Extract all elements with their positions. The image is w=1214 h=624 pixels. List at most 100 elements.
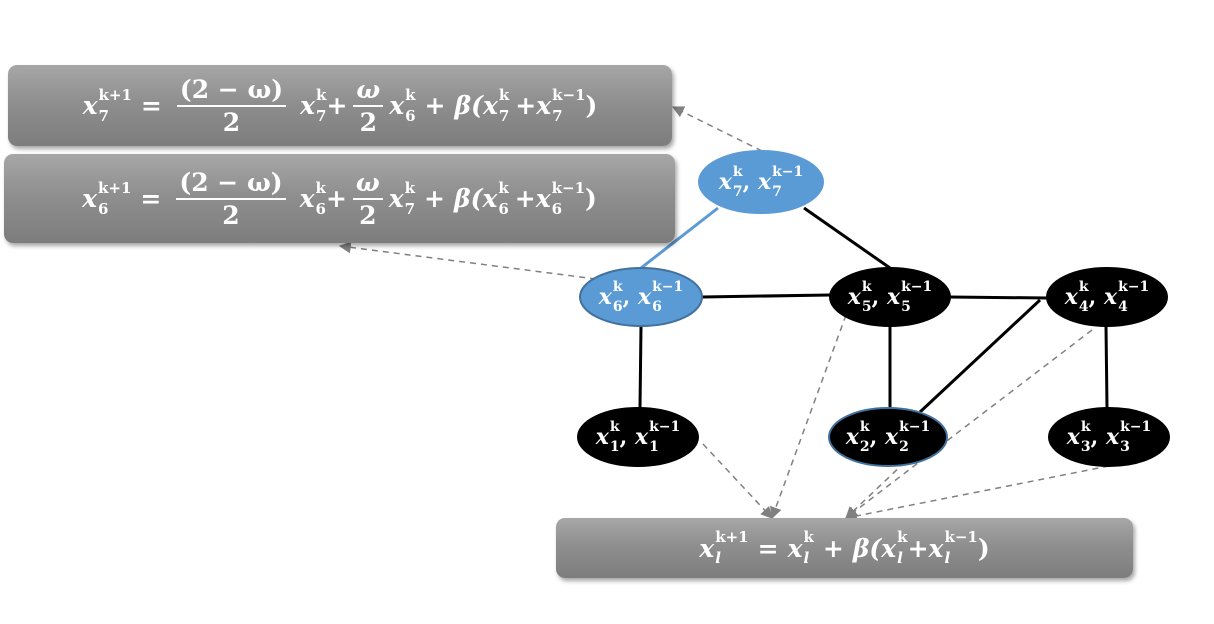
- eq7-term2-sub: 6: [405, 106, 416, 125]
- node-x1-term2-sub: 1: [649, 439, 659, 455]
- eq6-term1-var: x: [299, 184, 315, 213]
- eq7-fraction-2: ω 2: [353, 75, 384, 137]
- edge-n5-n4: [949, 295, 1048, 300]
- eq7-term2-sup: k: [405, 85, 416, 104]
- eq7-lhs-sup: k+1: [98, 85, 132, 104]
- node-x6: [579, 267, 703, 327]
- eq7-term4-var: x: [536, 91, 552, 120]
- eql-beta: β(: [852, 533, 882, 563]
- edge-n6-n1: [638, 325, 643, 409]
- node-x3-var-2: x: [1105, 424, 1120, 450]
- eq6-equals: =: [140, 184, 162, 213]
- eq7-term2-var: x: [389, 91, 405, 120]
- eq6-term3-sup: k: [498, 178, 509, 197]
- node-x7-term1-sup: k: [732, 164, 743, 180]
- node-x6-term1-sub: 6: [612, 299, 623, 315]
- eq6-term4-sub: 6: [551, 199, 563, 218]
- node-x5-var-1: x: [847, 284, 861, 310]
- eql-equals: =: [757, 533, 779, 563]
- node-x5-term1-sub: 5: [861, 299, 872, 315]
- eq7-equals: =: [140, 91, 162, 120]
- eq6-term1-sup: k: [315, 178, 326, 197]
- node-label-separator: ,: [1088, 284, 1104, 310]
- eql-term1-sup: k: [803, 528, 814, 546]
- eq7-lhs-var: x: [82, 91, 98, 120]
- node-x1-term2-sup: k−1: [649, 419, 681, 435]
- eql-term2-var: x: [881, 533, 897, 563]
- eq6-term4-sup: k−1: [551, 178, 586, 197]
- edge-n7-n5: [803, 206, 891, 270]
- node-x7-var-2: x: [757, 169, 772, 195]
- eql-term3-sub: l: [944, 549, 951, 567]
- eql-lhs-sup: k+1: [715, 528, 749, 546]
- eq7-term1-sup: k: [316, 85, 327, 104]
- node-x5-term2-sup: k−1: [901, 279, 933, 295]
- node-x7-var-1: x: [718, 169, 732, 195]
- eq7-lhs-sub: 7: [98, 106, 109, 125]
- eq7-term4-sup: k−1: [552, 85, 586, 104]
- eq7-term4-sub: 7: [552, 106, 563, 125]
- edge-n4-n3: [1104, 325, 1109, 409]
- node-x2-term1-sup: k: [859, 419, 870, 435]
- eq6-frac1-denominator: 2: [222, 200, 240, 230]
- node-x4-term1-sup: k: [1078, 279, 1089, 295]
- eq6-term1-sub: 6: [315, 199, 326, 218]
- node-label-separator: ,: [622, 284, 638, 310]
- eq6-fraction-2: ω 2: [352, 168, 383, 230]
- eql-close-paren: ): [977, 533, 990, 563]
- edges-layer: [638, 206, 1109, 414]
- node-x6-term2-sup: k−1: [652, 279, 684, 295]
- eq6-close-paren: ): [585, 184, 597, 213]
- node-x1-term1-sup: k: [609, 419, 620, 435]
- dashed-arrow-n3-to-eql_b: [844, 465, 1110, 522]
- node-x5-var-2: x: [886, 284, 901, 310]
- eq7-term3-sup: k: [498, 85, 510, 104]
- node-x5: [829, 267, 951, 327]
- eql-term2-sub: l: [897, 549, 903, 567]
- edge-n6-n5: [701, 293, 831, 299]
- eq7-frac1-denominator: 2: [222, 107, 241, 137]
- node-x6-var-1: x: [598, 284, 612, 310]
- node-x6-term2-sub: 6: [652, 299, 662, 315]
- node-x2-term2-sub: 2: [899, 439, 909, 455]
- eql-plus-2: +: [907, 533, 929, 563]
- node-x4-var-2: x: [1103, 284, 1118, 310]
- node-x3-term1-sub: 3: [1080, 439, 1091, 455]
- eq7-term1-sub: 7: [316, 106, 327, 125]
- node-x3-term1-sup: k: [1080, 419, 1091, 435]
- node-x4-term2-sup: k−1: [1118, 279, 1150, 295]
- node-x3-var-1: x: [1066, 424, 1080, 450]
- node-x3-term2-sup: k−1: [1120, 419, 1152, 435]
- node-x4-var-1: x: [1064, 284, 1078, 310]
- node-label-separator: ,: [869, 424, 885, 450]
- node-label-separator: ,: [619, 424, 635, 450]
- eq6-term4-var: x: [535, 184, 551, 213]
- eql-term1-var: x: [787, 533, 803, 563]
- edge-n7-n6: [640, 206, 719, 270]
- node-label-separator: ,: [871, 284, 887, 310]
- node-label-separator: ,: [1090, 424, 1106, 450]
- eq7-beta: β(: [454, 91, 483, 120]
- nodes-layer: [577, 150, 1170, 467]
- node-label-separator: ,: [742, 169, 758, 195]
- node-x6-term1-sup: k: [612, 279, 623, 295]
- eql-term1-sub: l: [803, 549, 810, 567]
- eql-term3-sup: k−1: [944, 528, 978, 546]
- dashed-arrow-n1-to-eql_a: [702, 443, 773, 519]
- node-x2-term2-sup: k−1: [899, 419, 931, 435]
- arrows-layer: [338, 106, 1110, 522]
- dashed-arrow-n2-to-eql_b: [845, 461, 906, 519]
- node-x7-term2-sup: k−1: [772, 164, 804, 180]
- node-x7-term2-sub: 7: [772, 184, 782, 200]
- node-x4-term2-sub: 4: [1118, 299, 1128, 315]
- eq6-lhs-sub: 6: [98, 199, 109, 218]
- node-x2-term1-sub: 2: [859, 439, 870, 455]
- eq6-term3-sub: 6: [498, 199, 509, 218]
